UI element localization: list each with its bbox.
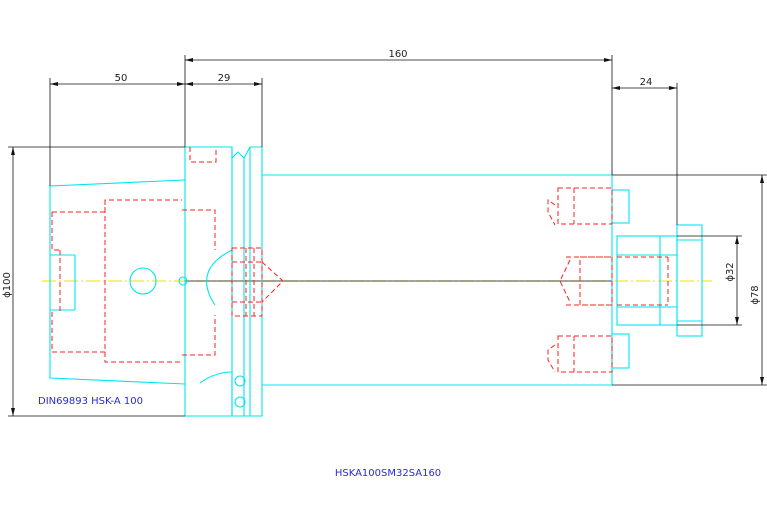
dim-text-d100: ϕ100 xyxy=(2,272,13,298)
top-screw xyxy=(611,189,630,224)
dim-text-d32: ϕ32 xyxy=(725,262,736,281)
part-number-label: HSKA100SM32SA160 xyxy=(335,468,441,479)
dim-text-29: 29 xyxy=(218,73,231,84)
taper-shank xyxy=(49,179,186,385)
coolant-hole xyxy=(129,267,157,295)
bottom-screw xyxy=(611,333,630,369)
standard-label: DIN69893 HSK-A 100 xyxy=(38,396,143,407)
drive-slot xyxy=(199,371,233,384)
nut xyxy=(676,224,703,337)
dim-text-160: 160 xyxy=(388,49,407,60)
tool-outline xyxy=(49,146,703,417)
dim-text-24: 24 xyxy=(640,77,653,88)
dimension-lines xyxy=(8,55,767,417)
bore-arc xyxy=(206,249,233,306)
hidden-lines xyxy=(51,147,669,373)
dim-text-d78: ϕ78 xyxy=(750,285,761,304)
dimension-arrows xyxy=(11,58,764,416)
center-point xyxy=(178,276,188,286)
dim-text-50: 50 xyxy=(115,73,128,84)
